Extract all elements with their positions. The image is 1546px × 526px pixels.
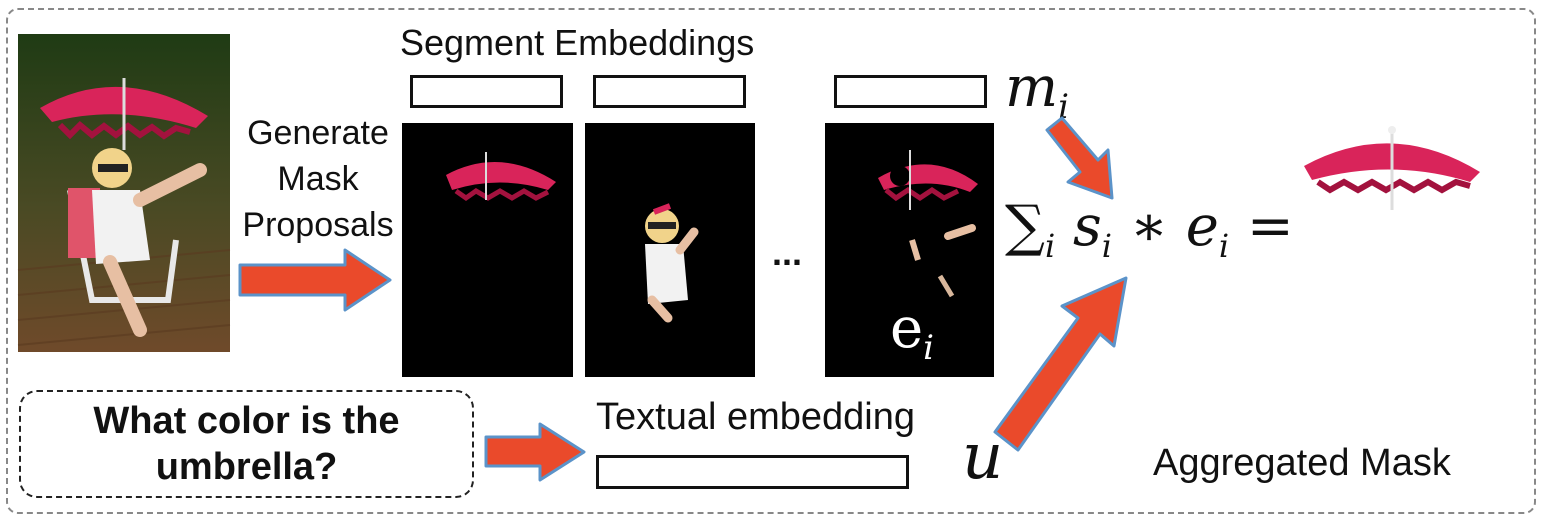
- question-box: What color is the umbrella?: [19, 390, 474, 498]
- arrow-question-to-text: [484, 422, 586, 482]
- textual-embedding-label: Textual embedding: [596, 396, 915, 438]
- segment-embedding-box-2: [593, 75, 746, 108]
- aggregation-equation: ∑i si ∗ ei =: [1005, 194, 1294, 266]
- umbrella-aggregated: [1304, 126, 1480, 210]
- textual-embedding-box: [596, 455, 909, 489]
- umbrella-mask-1: [446, 152, 556, 202]
- child-mask: [645, 203, 699, 323]
- arrow-u-to-equation: [993, 276, 1128, 452]
- figure-frame: [6, 8, 1536, 514]
- arrow-photo-to-proposals: [238, 248, 392, 312]
- segment-embedding-box-n: [834, 75, 987, 108]
- m-i-label: mi: [1005, 55, 1069, 128]
- umbrella-mask-n: [878, 150, 978, 298]
- e-i-label: ei: [890, 296, 935, 369]
- arrow-mi-to-equation: [1045, 116, 1114, 200]
- segment-embeddings-title: Segment Embeddings: [400, 22, 755, 63]
- question-text: What color is the umbrella?: [93, 400, 400, 488]
- ellipsis: ...: [772, 232, 803, 273]
- generate-mask-proposals-label: Generate Mask Proposals: [242, 114, 394, 244]
- segment-embedding-box-1: [410, 75, 563, 108]
- aggregated-mask-label: Aggregated Mask: [1153, 442, 1451, 484]
